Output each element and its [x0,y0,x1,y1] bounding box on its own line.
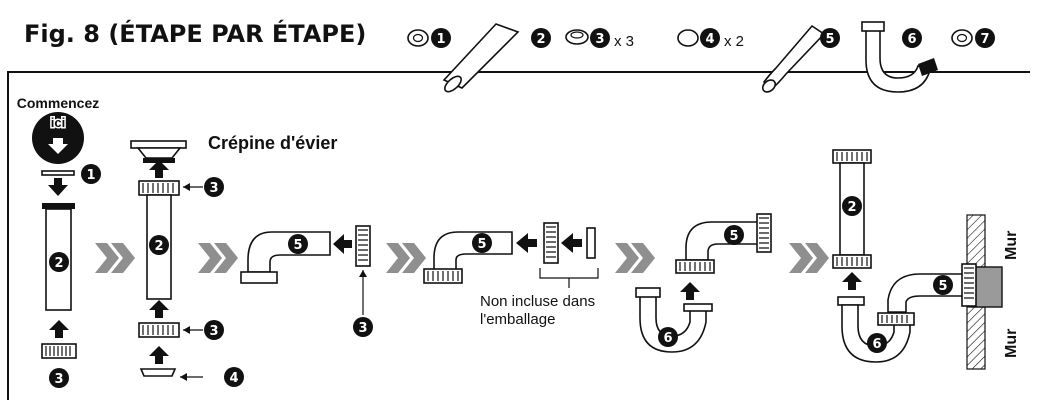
elbow-pipe [247,231,331,273]
not-included-label-line2: l'emballage [480,311,555,328]
elbow-pipe [433,231,513,271]
step-arrow-2 [198,243,238,273]
up-arrow-icon [149,160,169,178]
step-arrow-5 [789,243,829,273]
elbow-pipe [685,221,761,261]
part-badge-7: 7 [980,32,989,47]
start-label-line2: ici [51,115,65,130]
elbow-pipe [887,273,967,313]
svg-text:5: 5 [293,238,302,253]
step-3: 5 3 [240,225,373,337]
svg-text:6: 6 [872,337,881,352]
part-badge-4: 4 [705,32,714,47]
part-badge-5: 5 [825,32,834,47]
down-arrow-icon [48,138,68,154]
step-arrow-1 [95,243,135,273]
svg-text:4: 4 [229,371,238,386]
step-6: 2 Mur Mur 5 6 [832,149,1020,370]
part-3-quantity: x 3 [614,33,634,50]
part-badge-2: 2 [536,32,545,47]
part-7-washer: 7 [951,28,995,48]
svg-text:3: 3 [209,324,218,339]
part-4-quantity: x 2 [724,33,744,50]
left-arrow-icon [333,234,352,254]
parts-row: 1 2 3 x 3 4 x 2 5 [407,21,995,93]
left-arrow-icon [561,233,582,253]
left-arrow-icon [516,233,537,253]
svg-text:3: 3 [358,321,367,336]
svg-text:3: 3 [54,372,63,387]
step-1: Commencez ici 1 2 3 [15,94,101,388]
wall-bottom [966,306,986,370]
up-arrow-icon [842,272,862,290]
svg-text:6: 6 [663,331,672,346]
wall-label-top: Mur [1003,231,1020,260]
figure-title: Fig. 8 (ÉTAPE PAR ÉTAPE) [24,19,366,48]
wall-label-bottom: Mur [1003,329,1020,358]
part-4-washer: 4 x 2 [677,28,744,50]
sink-strainer-label: Crépine d'évier [208,133,337,153]
up-arrow-icon [49,320,69,338]
part-badge-1: 1 [436,32,445,47]
part-6-trap: 6 [861,21,938,93]
part-1-washer: 1 [407,28,451,48]
svg-text:5: 5 [729,229,738,244]
part-3-nut: 3 x 3 [565,28,634,50]
step-arrow-3 [386,243,426,273]
sink-strainer [130,140,187,163]
figure-frame [7,71,1030,400]
part-badge-6: 6 [907,32,916,47]
svg-text:2: 2 [154,239,163,254]
part-2-tube: 2 [442,23,551,93]
svg-text:5: 5 [477,237,486,252]
up-arrow-icon [680,282,700,300]
step-5: 5 6 [635,213,772,353]
up-arrow-icon [149,300,169,318]
part-5-elbow: 5 [761,24,840,93]
not-included-label-line1: Non incluse dans [480,293,595,310]
svg-text:2: 2 [847,200,856,215]
start-label-line1: Commencez [17,95,99,111]
step-arrow-4 [615,243,655,273]
svg-text:2: 2 [54,256,63,271]
step-4: 5 Non incluse dans l'emballage [423,222,599,328]
start-badge: Commencez ici [15,94,101,164]
wall-top [966,214,986,268]
svg-text:1: 1 [86,168,95,183]
step-2: Crépine d'évier 3 2 3 4 [130,133,337,387]
up-arrow-icon [149,346,169,364]
wall-pipe [971,266,1003,308]
svg-text:5: 5 [938,279,947,294]
part-badge-3: 3 [595,32,604,47]
svg-text:3: 3 [209,181,218,196]
down-arrow-icon [48,178,68,196]
